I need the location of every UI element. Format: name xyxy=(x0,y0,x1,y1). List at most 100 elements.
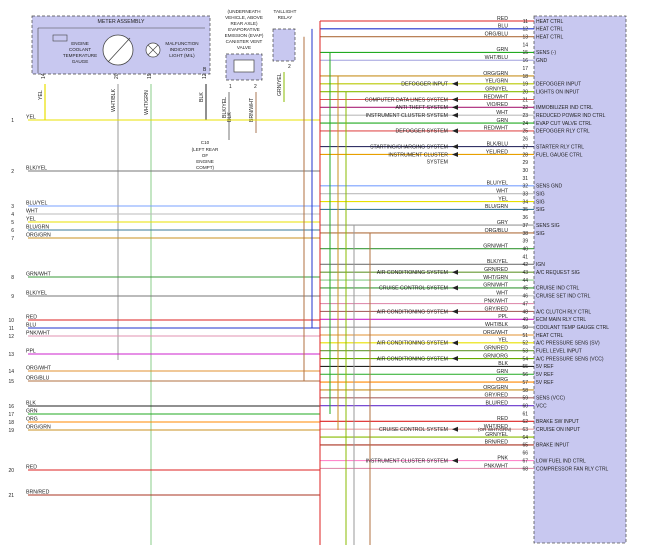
ecm-pin-function: CRUISE IND CTRL xyxy=(536,286,580,292)
ecm-pin-function: BRAKE SW INPUT xyxy=(536,419,579,425)
arrow-icon xyxy=(452,112,458,118)
ecm-wire-label: ORG/BLU xyxy=(485,32,509,38)
left-pin-number: 9 xyxy=(11,294,14,300)
ecm-pin-function: HEAT CTRL xyxy=(536,27,564,33)
vwire-label: BLK xyxy=(227,112,233,122)
ecm-pin-number: 62 xyxy=(522,419,528,425)
meter-pin: 14 xyxy=(41,73,47,79)
ecm-wire-label: BLK/BLU xyxy=(487,141,509,147)
left-pin-number: 16 xyxy=(8,404,14,410)
ecm-pin-number: 53 xyxy=(522,349,528,355)
ecm-pin-function: SENS GND xyxy=(536,184,563,190)
ecm-pin-number: 61 xyxy=(522,411,528,417)
vwire-label: BLK xyxy=(199,92,205,102)
ecm-wire-label: GRN/WHT xyxy=(483,243,509,249)
ecm-pin-number: 64 xyxy=(522,435,528,441)
ecm-pin-number: 12 xyxy=(522,27,528,33)
vwire-label: WHT/BLK xyxy=(111,88,117,112)
mil-label-line: MALFUNCTION xyxy=(165,41,198,46)
left-wire-label: BLU xyxy=(26,323,36,329)
ecm-wire-label: GRN xyxy=(496,118,508,124)
system-label: COMPUTER DATA LINES SYSTEM xyxy=(365,97,448,103)
ecm-pin-number: 33 xyxy=(522,192,528,198)
arrow-icon xyxy=(452,151,458,157)
left-pin-number: 7 xyxy=(11,236,14,242)
ecm-pin-number: 44 xyxy=(522,278,528,284)
ecm-wire-label: WHT/BLK xyxy=(485,322,509,328)
ecm-pin-function: HEAT CTRL xyxy=(536,35,564,41)
ecm-wire-label: WHT xyxy=(496,110,509,116)
arrow-icon xyxy=(452,426,458,432)
ground-line: COMPT) xyxy=(196,165,215,170)
ecm-pin-number: 47 xyxy=(522,301,528,307)
ecm-pin-number: 15 xyxy=(522,50,528,56)
ecm-wire-label: ORG/WHT xyxy=(483,330,509,336)
system-label: SYSTEM xyxy=(427,159,448,165)
system-label: AIR CONDITIONING SYSTEM xyxy=(377,270,448,276)
ecm-wire-label: GRN/WHT xyxy=(483,283,509,289)
ecm-pin-number: 48 xyxy=(522,309,528,315)
left-pin-number: 20 xyxy=(8,468,14,474)
left-pin-number: 18 xyxy=(8,420,14,426)
ecm-wire-label: BLU/YEL xyxy=(487,181,508,187)
vwire-label: GRN/YEL xyxy=(277,73,283,96)
ecm-pin-function: EVAP CUT VALVE CTRL xyxy=(536,121,592,127)
left-wire-label: YEL xyxy=(26,217,36,223)
left-wire-label: PNK/WHT xyxy=(26,331,51,337)
ecm-pin-number: 66 xyxy=(522,451,528,457)
ecm-pin-number: 56 xyxy=(522,372,528,378)
system-label: DEFOGGER SYSTEM xyxy=(396,129,448,135)
left-wire-label: BRN/RED xyxy=(26,490,50,496)
ecm-wire-label: YEL/RED xyxy=(486,149,508,155)
ecm-wire-label: GRY/RED xyxy=(484,306,508,312)
ecm-pin-function: ECM MAIN RLY CTRL xyxy=(536,317,586,323)
ecm-wire-label: GRN/YEL xyxy=(485,86,508,92)
ecm-pin-number: 59 xyxy=(522,396,528,402)
relay-pin: 2 xyxy=(288,64,291,70)
arrow-icon xyxy=(452,285,458,291)
system-label: CRUISE CONTROL SYSTEM xyxy=(379,286,448,292)
left-pin-number: 14 xyxy=(8,369,14,375)
ecm-wire-label: GRN/ORG xyxy=(483,353,508,359)
ecm-wire-lines xyxy=(320,20,534,470)
ecm-wire-label: RED/WHT xyxy=(484,94,509,100)
arrow-icon xyxy=(452,128,458,134)
ecm-pin-number: 40 xyxy=(522,246,528,252)
relay-label-line: RELAY xyxy=(278,15,293,20)
arrow-icon xyxy=(452,356,458,362)
ecm-pin-function: A/C REQUEST SIG xyxy=(536,270,580,276)
evap-label-line: EVAPORATIVE xyxy=(228,27,260,32)
ecm-wire-label: ORG/BLU xyxy=(485,228,509,234)
left-connector-wires: 1YEL2BLK/YEL3BLU/YEL4WHT5YEL6BLU/GRN7ORG… xyxy=(8,21,371,545)
ecm-wire-label: WHT xyxy=(496,189,509,195)
left-wire-label: GRN/WHT xyxy=(26,272,52,278)
ecm-pin-number: 43 xyxy=(522,270,528,276)
ground-line: OF xyxy=(202,153,209,158)
system-label: DEFOGGER INPUT xyxy=(401,82,449,88)
ecm-pin-number: 14 xyxy=(522,42,528,48)
left-pin-number: 11 xyxy=(9,326,14,332)
ecm-pin-function: COMPRESSOR FAN RLY CTRL xyxy=(536,466,609,472)
ecm-pin-function: A/C CLUTCH RLY CTRL xyxy=(536,309,591,315)
ecm-pin-number: 20 xyxy=(522,89,528,95)
left-wire-label: YEL xyxy=(26,115,36,121)
ecm-pin-function: LOW FUEL IND CTRL xyxy=(536,458,586,464)
system-label: INSTRUMENT CLUSTER SYSTEM xyxy=(366,113,448,119)
gauge-label-line: GAUGE xyxy=(72,59,89,64)
left-pin-number: 6 xyxy=(11,228,14,234)
ecm-wire-label: PPL xyxy=(498,314,508,320)
ecm-wire-label: WHT/RED xyxy=(484,424,508,430)
ground-label: C10 (LEFT REAR OF ENGINE COMPT) xyxy=(192,140,219,170)
arrow-icon xyxy=(452,269,458,275)
left-wire-label: ORG xyxy=(26,417,38,423)
system-label: INSTRUMENT CLUSTER xyxy=(388,152,448,158)
ecm-pin-function: CRUISE ON INPUT xyxy=(536,427,580,433)
arrow-icon xyxy=(452,81,458,87)
system-label: INSTRUMENT CLUSTER SYSTEM xyxy=(366,458,448,464)
evap-pin: 1 xyxy=(229,84,232,90)
ground-line: ENGINE xyxy=(196,159,214,164)
system-label: STARTING/CHARGING SYSTEM xyxy=(370,144,448,150)
ecm-pin-number: 52 xyxy=(522,341,528,347)
